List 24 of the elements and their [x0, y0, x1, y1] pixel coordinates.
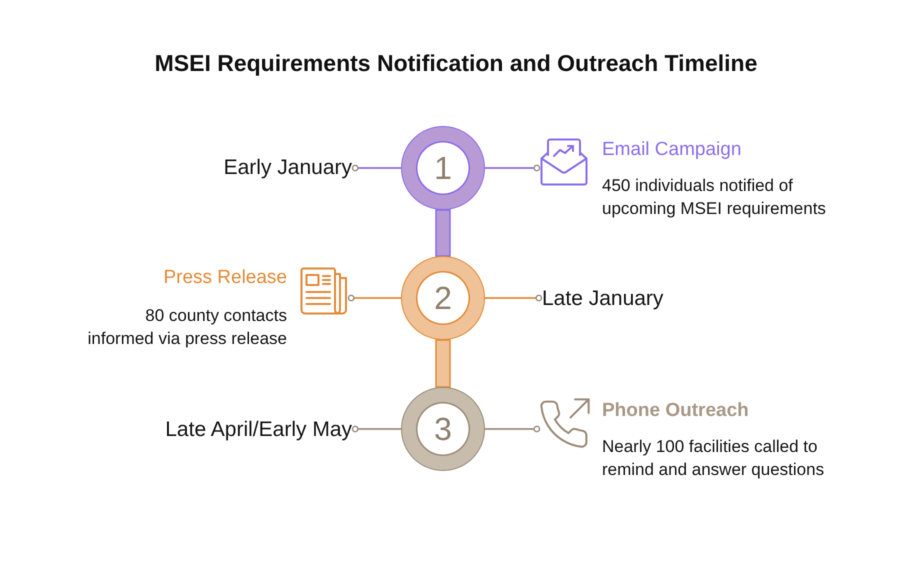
leader-line — [485, 294, 542, 302]
date-label: Late January — [542, 287, 664, 311]
leader-line — [348, 294, 401, 302]
step-heading: Email Campaign — [602, 139, 742, 161]
leader-line — [485, 164, 540, 172]
step-heading: Phone Outreach — [602, 400, 749, 422]
connector-bar — [435, 209, 451, 257]
step-description: 450 individuals notified of upcoming MSEI requirements — [602, 174, 827, 220]
step-number-ring: 1 — [401, 126, 485, 210]
title: MSEI Requirements Notification and Outreach Timeline — [154, 50, 758, 76]
leader-line — [352, 164, 401, 172]
date-label: Late April/Early May — [165, 418, 352, 442]
step-description: Nearly 100 facilities called to remind and answer questions — [602, 436, 826, 480]
connector-bar — [435, 339, 451, 388]
step-number-ring: 3 — [401, 387, 485, 471]
leader-line — [352, 426, 401, 432]
step-heading: Press Release — [163, 267, 287, 289]
envelope-icon — [540, 138, 588, 186]
step-number-ring: 2 — [401, 256, 485, 340]
date-label: Early January — [224, 156, 352, 180]
step-description: 80 county contacts informed via press release — [86, 304, 287, 350]
newspaper-icon — [300, 267, 348, 315]
leader-line — [485, 426, 540, 432]
phone-icon — [540, 398, 590, 448]
